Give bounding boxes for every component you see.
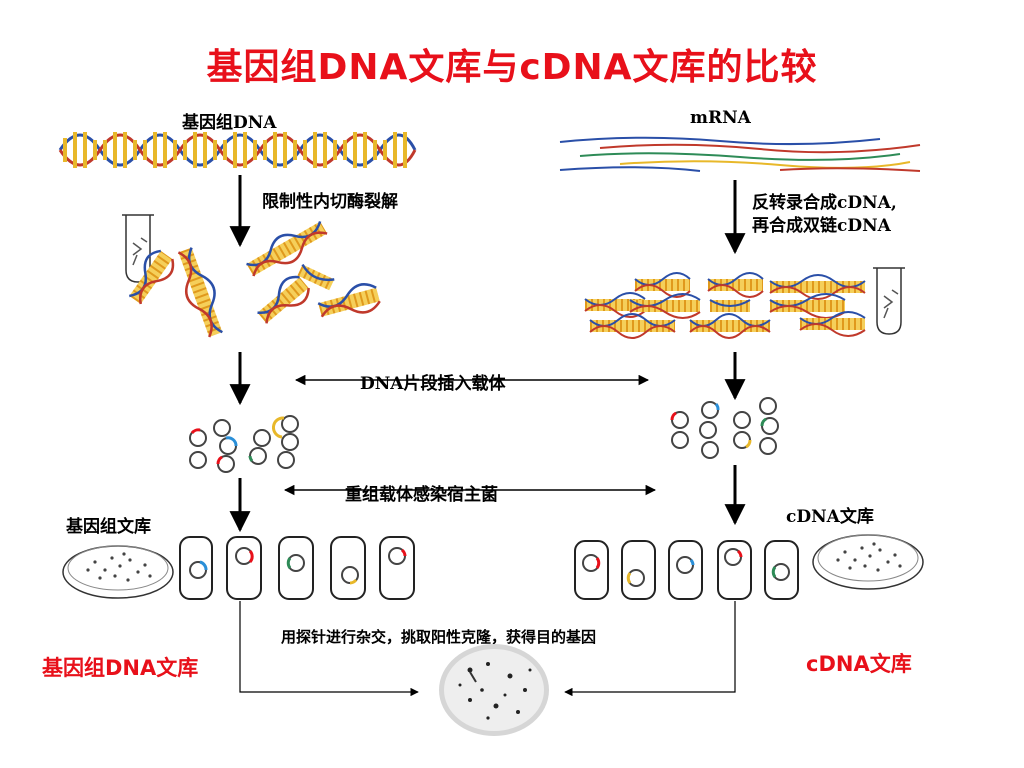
mrna-strands-icon <box>559 136 921 172</box>
cdna-fragments-icon <box>584 272 866 339</box>
mrna-label: mRNA <box>690 108 751 128</box>
restriction-digest-label: 限制性内切酶裂解 <box>262 192 398 212</box>
slide-title: 基因组DNA文库与cDNA文库的比较 <box>206 47 818 88</box>
dna-fragments-icon <box>129 221 381 338</box>
hybridization-membrane-icon <box>439 644 549 736</box>
down-arrow-icon <box>229 175 746 533</box>
cdna-library-label: cDNA文库 <box>786 507 874 527</box>
screening-label: 用探针进行杂交，挑取阳性克隆，获得目的基因 <box>281 628 597 646</box>
plasmid-icon <box>189 547 790 587</box>
reverse-transcription-label: 反转录合成cDNA, <box>752 193 897 213</box>
double-strand-synthesis-label: 再合成双链cDNA <box>752 216 891 236</box>
horizontal-arrow-icon <box>283 374 657 496</box>
petri-dish-icon <box>62 534 924 599</box>
bacterium-cell-icon <box>179 536 799 600</box>
genomic-library-label: 基因组文库 <box>66 517 151 537</box>
plasmid-icon <box>189 397 779 473</box>
genomic-dna-helix-icon <box>58 132 417 168</box>
screening-arrow-icon <box>239 601 736 697</box>
cdna-library-caption: cDNA文库 <box>806 652 912 676</box>
genomic-dna-label: 基因组DNA <box>182 113 277 133</box>
genomic-dna-library-caption: 基因组DNA文库 <box>42 656 199 680</box>
